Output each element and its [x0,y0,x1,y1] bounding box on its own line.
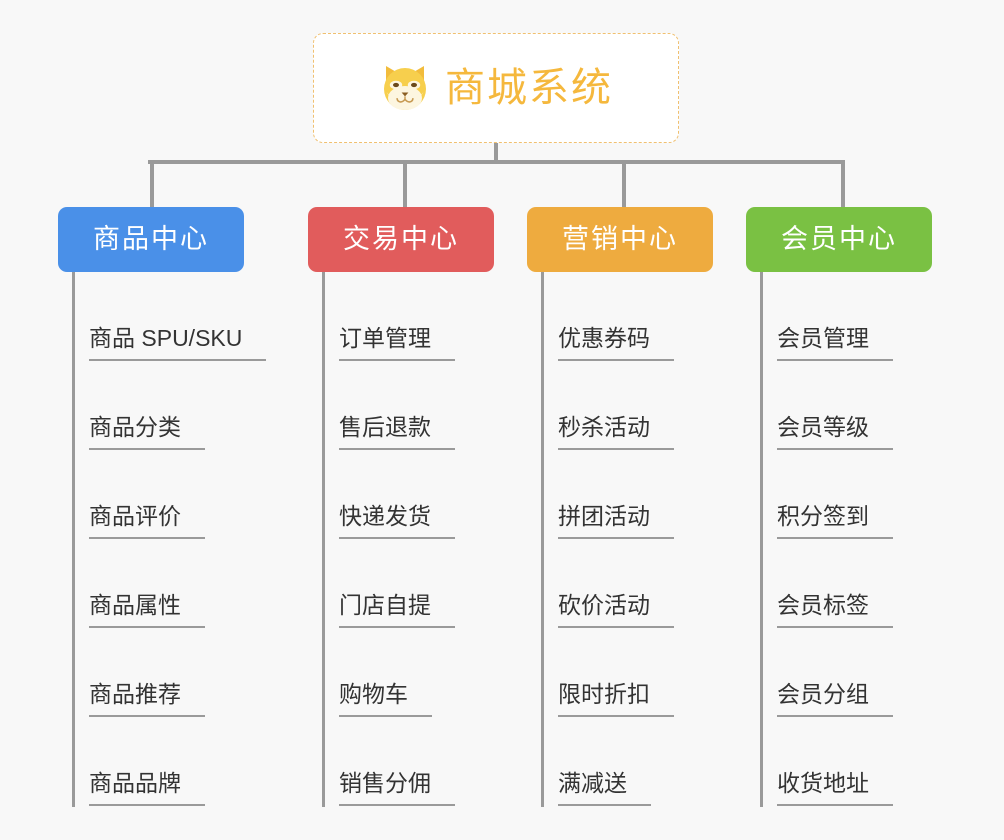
branch-spine-1 [72,272,75,807]
list-item[interactable]: 商品评价 [58,450,258,539]
leaf-label: 拼团活动 [558,505,674,539]
connector-drop-2 [403,160,407,207]
leaf-label: 售后退款 [339,416,455,450]
root-title: 商城系统 [445,66,613,110]
list-item[interactable]: 收货地址 [746,717,946,806]
connector-drop-3 [622,160,626,207]
leaf-list-3: 优惠券码 秒杀活动 拼团活动 砍价活动 限时折扣 满减送 [527,272,727,806]
dog-face-icon [379,62,431,114]
leaf-label: 购物车 [339,683,432,717]
list-item[interactable]: 商品品牌 [58,717,258,806]
leaf-label: 快递发货 [339,505,455,539]
list-item[interactable]: 会员标签 [746,539,946,628]
list-item[interactable]: 销售分佣 [308,717,508,806]
leaf-label: 限时折扣 [558,683,674,717]
leaf-label: 积分签到 [777,505,893,539]
leaf-label: 商品品牌 [89,772,205,806]
list-item[interactable]: 订单管理 [308,272,508,361]
leaf-label: 收货地址 [777,772,893,806]
leaf-label: 优惠券码 [558,327,674,361]
list-item[interactable]: 会员分组 [746,628,946,717]
branch-spine-2 [322,272,325,807]
leaf-label: 商品 SPU/SKU [89,327,267,361]
list-item[interactable]: 拼团活动 [527,450,727,539]
list-item[interactable]: 商品 SPU/SKU [58,272,267,361]
connector-root-stem [494,143,498,164]
root-node[interactable]: 商城系统 [313,33,679,143]
list-item[interactable]: 售后退款 [308,361,508,450]
list-item[interactable]: 满减送 [527,717,727,806]
list-item[interactable]: 门店自提 [308,539,508,628]
branch-header-1[interactable]: 商品中心 [58,207,244,272]
leaf-label: 销售分佣 [339,772,455,806]
leaf-list-2: 订单管理 售后退款 快递发货 门店自提 购物车 销售分佣 [308,272,508,806]
branch-column-3: 营销中心 优惠券码 秒杀活动 拼团活动 砍价活动 限时折扣 满减送 [527,207,727,807]
leaf-label: 门店自提 [339,594,455,628]
list-item[interactable]: 快递发货 [308,450,508,539]
leaf-label: 商品评价 [89,505,205,539]
list-item[interactable]: 限时折扣 [527,628,727,717]
leaf-label: 订单管理 [339,327,455,361]
leaf-label: 商品分类 [89,416,205,450]
list-item[interactable]: 购物车 [308,628,508,717]
branch-column-1: 商品中心 商品 SPU/SKU 商品分类 商品评价 商品属性 商品推荐 商品品牌 [58,207,267,807]
list-item[interactable]: 砍价活动 [527,539,727,628]
branch-header-4[interactable]: 会员中心 [746,207,932,272]
leaf-label: 会员标签 [777,594,893,628]
list-item[interactable]: 会员等级 [746,361,946,450]
leaf-label: 会员管理 [777,327,893,361]
list-item[interactable]: 优惠券码 [527,272,727,361]
list-item[interactable]: 商品分类 [58,361,258,450]
leaf-label: 商品推荐 [89,683,205,717]
branch-spine-3 [541,272,544,807]
leaf-label: 秒杀活动 [558,416,674,450]
branch-spine-4 [760,272,763,807]
list-item[interactable]: 商品推荐 [58,628,258,717]
leaf-label: 会员等级 [777,416,893,450]
leaf-list-4: 会员管理 会员等级 积分签到 会员标签 会员分组 收货地址 [746,272,946,806]
branch-column-2: 交易中心 订单管理 售后退款 快递发货 门店自提 购物车 销售分佣 [308,207,508,807]
connector-drop-4 [841,160,845,207]
connector-drop-1 [150,160,154,207]
leaf-label: 满减送 [558,772,651,806]
leaf-label: 商品属性 [89,594,205,628]
branch-header-2[interactable]: 交易中心 [308,207,494,272]
list-item[interactable]: 积分签到 [746,450,946,539]
connector-horizontal-bus [148,160,844,164]
branch-column-4: 会员中心 会员管理 会员等级 积分签到 会员标签 会员分组 收货地址 [746,207,946,807]
leaf-label: 会员分组 [777,683,893,717]
branch-header-3[interactable]: 营销中心 [527,207,713,272]
list-item[interactable]: 商品属性 [58,539,258,628]
list-item[interactable]: 秒杀活动 [527,361,727,450]
leaf-list-1: 商品 SPU/SKU 商品分类 商品评价 商品属性 商品推荐 商品品牌 [58,272,267,806]
leaf-label: 砍价活动 [558,594,674,628]
list-item[interactable]: 会员管理 [746,272,946,361]
